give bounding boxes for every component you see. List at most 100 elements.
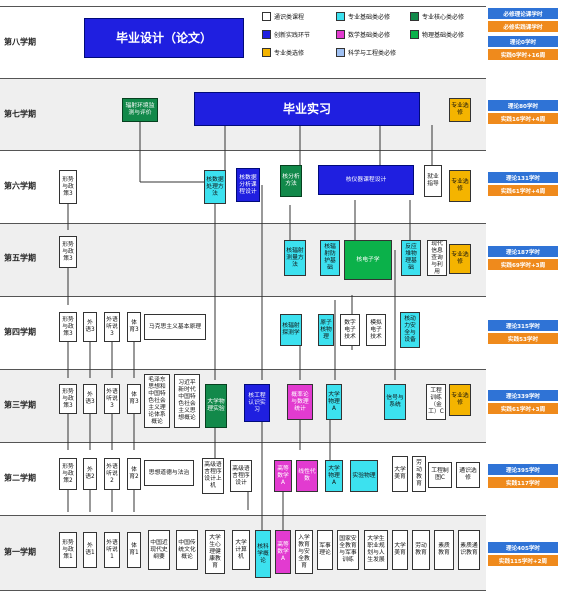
course-s1-math: 高等数学A (275, 530, 291, 574)
legend-label: 专业类选修 (274, 50, 305, 57)
course-s6-reactor: 核分析方法 (280, 165, 302, 197)
course-pe-3: 体育3 (127, 384, 141, 414)
course-s4-marx: 马克思主义基本原理 (144, 314, 206, 340)
course-s2-general-elec: 通识选修 (456, 462, 480, 488)
course-policy-3: 形势与政策3 (59, 384, 77, 414)
legend-theory-hours: 必修理论课学时 (488, 8, 558, 19)
course-s6-meas: 核数据处理方法 (204, 170, 226, 204)
legend-general: 通识类课程 (262, 12, 304, 21)
credit-practice-s2: 实践117学时 (488, 477, 558, 488)
course-s5-reactor: 反应堆物理基础 (401, 240, 421, 276)
course-s3-nuc-eng: 核工程认识实习 (244, 384, 270, 422)
course-elective-s5: 专业选修 (449, 244, 471, 274)
course-s4-power: 核动力安全与设备 (400, 312, 420, 348)
course-s3-workshop: 工程训练（金工）C (426, 384, 446, 420)
legend-major-core: 专业核心类必修 (410, 12, 464, 21)
semester-label-6: 第六学期 (4, 181, 36, 191)
course-s2-prog-c: 高级语言程序设计 (230, 460, 252, 492)
credit-theory-s4: 理论315学时 (488, 320, 558, 331)
credit-practice-s3: 实践61学时+3周 (488, 403, 558, 414)
band-semester-2 (0, 442, 486, 516)
credit-theory-s5: 理论187学时 (488, 246, 558, 257)
legend-label: 必修实践课学时 (503, 24, 543, 31)
course-s1-career: 大学生职业规划与人生发展 (364, 530, 388, 570)
course-policy-1: 形势与政策1 (59, 532, 77, 568)
course-elective-s6: 专业选修 (449, 170, 471, 202)
legend-swatch-white (262, 12, 271, 21)
course-pe-4: 体育3 (127, 312, 141, 342)
legend-swatch-cyan (336, 12, 345, 21)
semester-label-4: 第四学期 (4, 327, 36, 337)
credit-theory-s1: 理论405学时 (488, 542, 558, 553)
legend-practice: 创新实践环节 (262, 30, 310, 39)
credit-practice-s1: 实践115学时+2周 (488, 555, 558, 566)
course-internship: 毕业实习 (194, 92, 420, 126)
course-s1-computer: 大学计算机 (232, 530, 250, 570)
credit-theory-s2: 理论395学时 (488, 464, 558, 475)
course-s1-defense: 国家安全教育与军事训练 (337, 530, 359, 570)
credit-practice-s4: 实践53学时 (488, 333, 558, 344)
course-s2-univ-phys: 大学物理A (325, 460, 343, 492)
course-s6-design: 核仪器课程设计 (318, 165, 414, 195)
course-s3-signal: 信号与系统 (384, 384, 406, 420)
legend-major-basic: 专业基础类必修 (336, 12, 390, 21)
course-fl-listen-3: 外语听说3 (104, 384, 120, 414)
course-s6-nucdata: 核数据分析课程设计 (236, 168, 260, 202)
course-s4-analog: 模拟电子技术 (366, 314, 386, 346)
legend-physics: 物理基础类必修 (410, 30, 464, 39)
course-s3-prob: 概率论与数理统计 (287, 384, 313, 420)
semester-label-5: 第五学期 (4, 253, 36, 263)
course-s1-nuc-intro: 核科学概论 (255, 530, 271, 578)
course-s3-physics-exp: 大学物理实验 (205, 384, 227, 428)
course-policy-2: 形势与政策2 (59, 458, 77, 490)
course-s2-linear: 线性代数 (296, 460, 318, 492)
course-fl-1: 外语1 (83, 532, 97, 568)
legend-label: 专业基础类必修 (348, 14, 391, 21)
course-s3-xi: 习近平新时代中国特色社会主义思想概论 (174, 374, 200, 428)
legend-label: 专业核心类必修 (422, 14, 465, 21)
legend-label: 必修理论课学时 (503, 11, 543, 18)
course-s3-univ-phys: 大学物理A (326, 384, 342, 420)
course-policy-5: 形势与政策3 (59, 236, 77, 268)
course-s1-safety: 入学教育与安全教育 (295, 530, 313, 574)
course-s5-protect: 核辐射防护基础 (320, 240, 340, 276)
semester-label-2: 第二学期 (4, 473, 36, 483)
course-s5-shield: 核辐射测量方法 (284, 240, 306, 276)
course-s1-labor: 劳动教育 (412, 530, 430, 570)
legend-math: 数学基础类必修 (336, 30, 390, 39)
semester-label-1: 第一学期 (4, 547, 36, 557)
legend-swatch-light-blue (336, 48, 345, 57)
course-elective-s7: 专业选修 (449, 98, 471, 122)
course-env-monitor: 辐射环境监测与评价 (122, 98, 158, 122)
course-fl-4: 外语3 (83, 312, 97, 342)
course-thesis: 毕业设计（论文） (84, 18, 244, 58)
legend-swatch-bright-green (410, 30, 419, 39)
course-policy-4: 形势与政策3 (59, 312, 77, 342)
legend-swatch-blue (262, 30, 271, 39)
course-fl-listen-4: 外语听说3 (104, 312, 120, 342)
course-s6-career: 就业指导 (424, 165, 442, 197)
legend-label: 通识类课程 (274, 14, 305, 21)
course-s4-atomic: 原子核物理 (318, 314, 334, 346)
credit-theory-s8: 理论0学时 (488, 36, 558, 47)
band-semester-6 (0, 150, 486, 224)
course-pe-1: 体育1 (127, 532, 141, 568)
course-s1-psych: 大学生心理健康教育 (205, 530, 225, 574)
legend-swatch-magenta (336, 30, 345, 39)
credit-practice-s5: 实践69学时+3周 (488, 259, 558, 270)
course-policy-6: 形势与政策3 (59, 170, 77, 204)
legend-swatch-orange (262, 48, 271, 57)
course-s4-digital: 数字电子技术 (340, 314, 360, 346)
legend-swatch-green (410, 12, 419, 21)
course-s2-art: 大学美育 (392, 456, 408, 492)
course-s3-mao: 毛泽东思想和中国特色社会主义理论体系概论 (144, 374, 170, 428)
legend-label: 物理基础类必修 (422, 32, 465, 39)
course-s5-electronics: 核电子学 (344, 240, 392, 280)
course-s5-modern: 现代信息查询与利用 (427, 240, 447, 276)
course-fl-listen-1: 外语听说1 (104, 532, 120, 568)
course-s1-military: 军事理论 (317, 530, 333, 570)
course-s2-labor: 劳动教育 (412, 456, 426, 492)
legend-label: 创新实践环节 (274, 32, 311, 39)
course-s1-culture: 中国传统文化概论 (176, 530, 198, 570)
